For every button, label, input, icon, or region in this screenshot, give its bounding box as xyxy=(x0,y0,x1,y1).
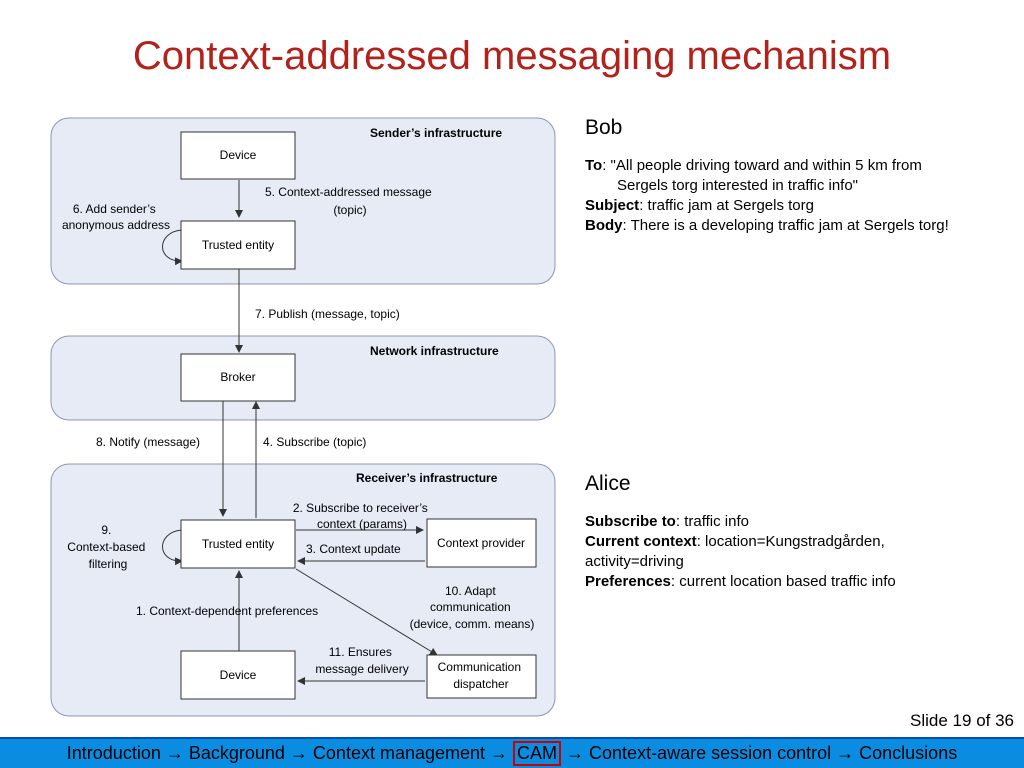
bob-body-line: Body: There is a developing traffic jam … xyxy=(585,216,949,236)
step-11-label: 11. Ensures message delivery xyxy=(315,645,408,676)
step-2-label: 2. Subscribe to receiver’s context (para… xyxy=(293,501,431,531)
bob-to-line2: Sergels torg interested in traffic info" xyxy=(617,177,859,194)
comm-dispatcher-line: dispatcher xyxy=(453,677,508,691)
step-10-line: (device, comm. means) xyxy=(410,617,535,631)
alice-context-line: Current context: location=Kungstradgårde… xyxy=(585,532,896,552)
step-2-line: 2. Subscribe to receiver’s xyxy=(293,501,428,515)
alice-prefs-label: Preferences xyxy=(585,573,671,590)
context-provider-label: Context provider xyxy=(437,536,525,550)
bob-to-line: To: "All people driving toward and withi… xyxy=(585,156,949,176)
section-nav: Introduction → Background → Context mana… xyxy=(0,737,1024,768)
step-1-label: 1. Context-dependent preferences xyxy=(136,604,318,618)
step-10-line: communication xyxy=(430,600,511,614)
alice-context-line2: activity=driving xyxy=(585,553,684,570)
step-6-line: 6. Add sender’s xyxy=(73,202,156,216)
receiver-trusted-box xyxy=(180,519,296,569)
alice-subscribe-value: : traffic info xyxy=(675,513,749,530)
broker-box xyxy=(180,353,296,402)
network-zone-label: Network infrastructure xyxy=(370,344,499,358)
step-6-label: 6. Add sender’s anonymous address xyxy=(62,202,170,232)
step-9-line: 9. xyxy=(101,523,111,537)
nav-item-context-management[interactable]: Context management xyxy=(312,743,486,763)
slide-title: Context-addressed messaging mechanism xyxy=(132,34,892,78)
nav-arrow: → xyxy=(566,743,585,763)
receiver-trusted-label: Trusted entity xyxy=(202,537,274,551)
step-9-label: 9. Context-based filtering xyxy=(67,523,148,571)
sender-device-label: Device xyxy=(220,148,257,162)
nav-arrow: → xyxy=(836,743,855,763)
nav-arrow: → xyxy=(289,743,308,763)
step-10-line: 10. Adapt xyxy=(445,584,496,598)
alice-context-value: : location=Kungstradgården, xyxy=(696,533,885,550)
receiver-zone-label: Receiver’s infrastructure xyxy=(356,471,498,485)
loop-add-address xyxy=(162,229,183,266)
bob-to-label: To xyxy=(585,157,603,174)
nav-arrow: → xyxy=(490,743,509,763)
bob-to-value: : "All people driving toward and within … xyxy=(602,157,922,174)
receiver-device-label: Device xyxy=(220,668,257,682)
step-11-line: 11. Ensures xyxy=(329,645,392,659)
alice-prefs-line: Preferences: current location based traf… xyxy=(585,572,896,592)
step-8-label: 8. Notify (message) xyxy=(96,435,200,449)
loop-filtering xyxy=(162,529,183,566)
sender-device-box xyxy=(180,131,296,180)
comm-dispatcher-box xyxy=(426,654,537,699)
step-5-line: (topic) xyxy=(333,203,366,217)
comm-dispatcher-label: Communication dispatcher xyxy=(438,660,525,691)
step-10-label: 10. Adapt communication (device, comm. m… xyxy=(410,584,535,631)
arrow-adapt xyxy=(295,568,438,656)
nav-arrow: → xyxy=(165,743,184,763)
sender-trusted-box xyxy=(180,220,296,270)
sender-zone xyxy=(50,117,556,285)
step-9-line: Context-based xyxy=(67,540,145,554)
sender-trusted-label: Trusted entity xyxy=(202,238,274,252)
nav-item-session-control[interactable]: Context-aware session control xyxy=(589,743,832,763)
alice-prefs-value: : current location based traffic info xyxy=(670,573,896,590)
step-2-line: context (params) xyxy=(317,517,407,531)
alice-subscribe-label: Subscribe to xyxy=(585,513,676,530)
step-4-label: 4. Subscribe (topic) xyxy=(263,435,366,449)
alice-context-label: Current context xyxy=(585,533,697,550)
step-9-line: filtering xyxy=(89,557,128,571)
alice-subscribe-line: Subscribe to: traffic info xyxy=(585,512,896,532)
sender-zone-label: Sender’s infrastructure xyxy=(370,126,502,140)
bob-subject-value: : traffic jam at Sergels torg xyxy=(639,197,814,214)
context-provider-box xyxy=(426,518,537,568)
nav-item-background[interactable]: Background xyxy=(188,743,285,763)
nav-item-conclusions[interactable]: Conclusions xyxy=(859,743,958,763)
step-11-line: message delivery xyxy=(315,662,408,676)
bob-subject-line: Subject: traffic jam at Sergels torg xyxy=(585,196,949,216)
network-zone xyxy=(50,335,556,421)
step-7-label: 7. Publish (message, topic) xyxy=(255,307,400,321)
alice-panel: Alice Subscribe to: traffic info Current… xyxy=(585,472,896,592)
step-6-line: anonymous address xyxy=(62,218,170,232)
step-5-line: 5. Context-addressed message xyxy=(265,185,432,199)
step-5-label: 5. Context-addressed message (topic) xyxy=(265,185,435,217)
slide-number: Slide 19 of 36 xyxy=(910,711,1014,730)
alice-name: Alice xyxy=(585,472,631,495)
nav-item-introduction[interactable]: Introduction xyxy=(66,743,161,763)
broker-label: Broker xyxy=(220,370,255,384)
bob-subject-label: Subject xyxy=(585,197,640,214)
comm-dispatcher-line: Communication xyxy=(438,660,521,674)
receiver-device-box xyxy=(180,650,296,700)
step-3-label: 3. Context update xyxy=(306,542,401,556)
messaging-diagram: Sender’s infrastructure Network infrastr… xyxy=(50,117,556,717)
bob-name: Bob xyxy=(585,116,623,139)
bob-body-label: Body xyxy=(585,217,623,234)
bob-panel: Bob To: "All people driving toward and w… xyxy=(585,116,949,236)
bob-body-value: : There is a developing traffic jam at S… xyxy=(622,217,949,234)
nav-item-cam-current[interactable]: CAM xyxy=(513,741,562,766)
